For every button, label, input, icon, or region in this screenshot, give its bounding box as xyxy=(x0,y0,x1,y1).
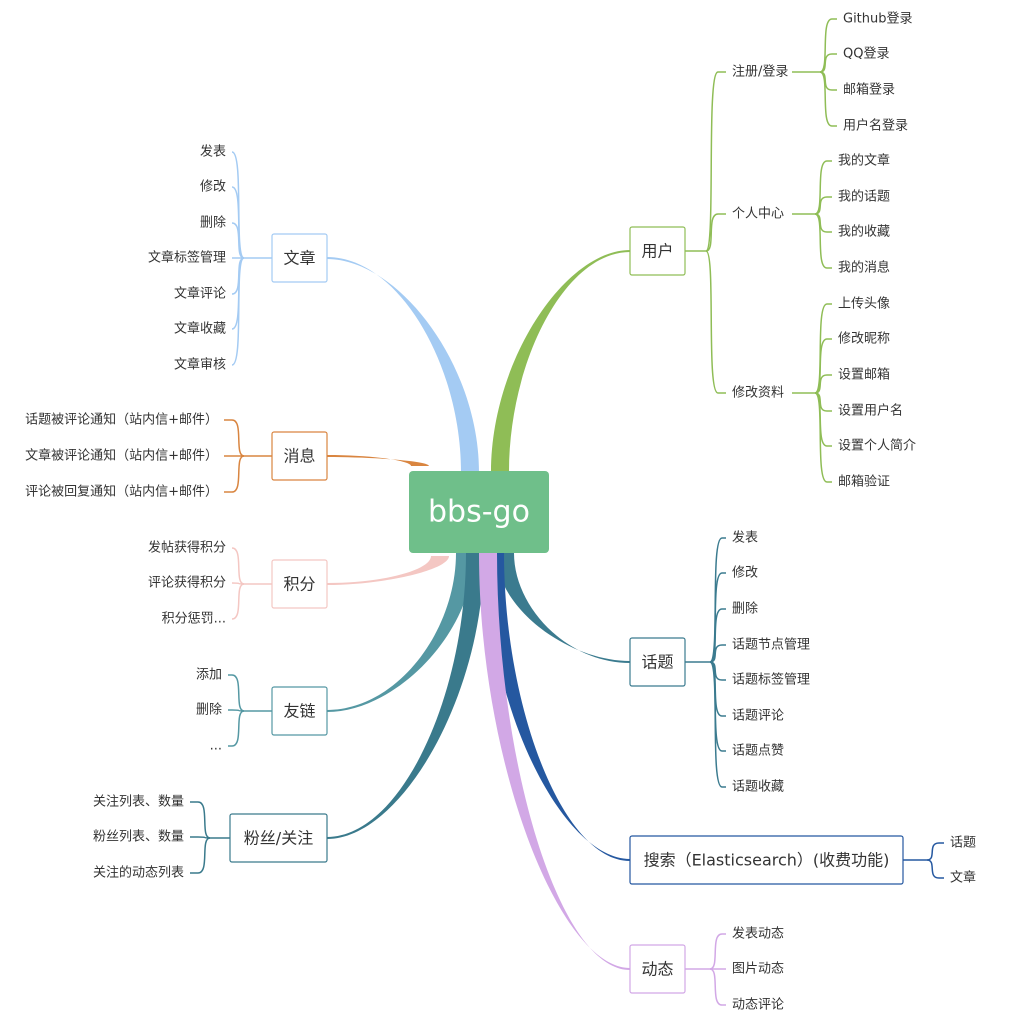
connector-search xyxy=(486,553,630,861)
leaf-points-1: 评论获得积分 xyxy=(148,575,226,591)
leaf-friendlink-1: 删除 xyxy=(196,703,222,718)
connector-dynamic xyxy=(479,553,630,970)
leaf-center-1: 我的话题 xyxy=(838,189,890,205)
leaf-center-2: 我的收藏 xyxy=(838,224,890,240)
branch-user[interactable]: 用户 xyxy=(629,226,686,276)
leaf-article-5: 文章收藏 xyxy=(174,321,226,337)
leaf-dynamic-0: 发表动态 xyxy=(732,926,784,942)
leaf-topic-0: 发表 xyxy=(732,530,758,546)
leaf-points-0: 发帖获得积分 xyxy=(148,540,226,556)
branch-message[interactable]: 消息 xyxy=(271,431,328,481)
leaf-topic-6: 话题点赞 xyxy=(732,744,784,759)
fan-center xyxy=(792,160,832,269)
mindmap-nodes: bbs-go发表修改删除文章标签管理文章评论文章收藏文章审核文章话题被评论通知（… xyxy=(25,12,976,1013)
group-center: 个人中心 xyxy=(732,207,784,222)
branch-points-label: 积分 xyxy=(283,575,315,594)
branch-article[interactable]: 文章 xyxy=(271,233,328,283)
leaf-topic-2: 删除 xyxy=(732,602,758,617)
leaf-search-1: 文章 xyxy=(950,870,976,886)
leaf-topic-7: 话题收藏 xyxy=(732,780,784,795)
leaf-dynamic-2: 动态评论 xyxy=(732,998,784,1013)
branch-topic[interactable]: 话题 xyxy=(629,637,686,687)
leaf-article-2: 删除 xyxy=(200,216,226,231)
branch-follow-label: 粉丝/关注 xyxy=(244,829,313,848)
leaf-article-0: 发表 xyxy=(200,144,226,160)
branch-friendlink-label: 友链 xyxy=(283,702,315,721)
leaf-profile-0: 上传头像 xyxy=(838,297,890,312)
leaf-profile-2: 设置邮箱 xyxy=(838,367,890,383)
leaf-register-2: 邮箱登录 xyxy=(843,82,895,98)
connector-topic xyxy=(496,553,630,663)
leaf-friendlink-0: 添加 xyxy=(196,668,222,683)
leaf-profile-5: 邮箱验证 xyxy=(838,474,890,490)
leaf-register-3: 用户名登录 xyxy=(843,118,908,134)
branch-points[interactable]: 积分 xyxy=(271,559,328,609)
branch-dynamic[interactable]: 动态 xyxy=(629,944,686,994)
leaf-article-3: 文章标签管理 xyxy=(148,250,226,266)
connector-follow xyxy=(327,553,484,839)
fan-profile xyxy=(792,303,832,483)
connector-user xyxy=(491,250,630,472)
leaf-dynamic-1: 图片动态 xyxy=(732,962,784,977)
leaf-friendlink-2: ... xyxy=(210,739,222,754)
root-node-label: bbs-go xyxy=(428,495,530,530)
branch-search-label: 搜索（Elasticsearch）(收费功能) xyxy=(644,851,890,870)
leaf-topic-4: 话题标签管理 xyxy=(732,672,810,688)
root-node[interactable]: bbs-go xyxy=(409,471,549,553)
leaf-register-0: Github登录 xyxy=(843,12,913,27)
fan-friendlink xyxy=(228,674,272,747)
leaf-article-6: 文章审核 xyxy=(174,357,226,373)
fan-message xyxy=(224,419,272,493)
branch-user-label: 用户 xyxy=(641,242,673,261)
leaf-profile-1: 修改昵称 xyxy=(838,332,890,347)
group-profile: 修改资料 xyxy=(732,386,784,401)
branch-article-label: 文章 xyxy=(283,249,315,268)
leaf-follow-2: 关注的动态列表 xyxy=(93,865,184,881)
leaf-topic-5: 话题评论 xyxy=(732,709,784,724)
leaf-article-4: 文章评论 xyxy=(174,286,226,302)
branch-follow[interactable]: 粉丝/关注 xyxy=(229,813,328,863)
branch-topic-label: 话题 xyxy=(641,653,673,672)
leaf-message-2: 评论被回复通知（站内信+邮件） xyxy=(25,484,218,500)
fan-dynamic xyxy=(685,933,726,1006)
leaf-profile-4: 设置个人简介 xyxy=(838,438,916,454)
branch-connectors xyxy=(190,18,944,1006)
fan-topic xyxy=(685,537,726,788)
leaf-center-3: 我的消息 xyxy=(838,260,890,276)
leaf-follow-0: 关注列表、数量 xyxy=(93,795,184,810)
fan-search xyxy=(903,842,944,879)
fan-register xyxy=(792,18,837,127)
leaf-article-1: 修改 xyxy=(200,180,226,195)
leaf-search-0: 话题 xyxy=(950,836,976,851)
branch-friendlink[interactable]: 友链 xyxy=(271,686,328,736)
connector-points xyxy=(327,556,449,585)
connector-article xyxy=(327,257,479,472)
leaf-topic-3: 话题节点管理 xyxy=(732,638,810,653)
fan-points xyxy=(231,547,272,620)
connector-friendlink xyxy=(327,553,474,712)
leaf-follow-1: 粉丝列表、数量 xyxy=(93,830,184,845)
leaf-topic-1: 修改 xyxy=(732,566,758,581)
leaf-profile-3: 设置用户名 xyxy=(838,403,903,419)
branch-dynamic-label: 动态 xyxy=(641,960,673,979)
fan-follow xyxy=(190,801,230,874)
leaf-register-1: QQ登录 xyxy=(843,47,889,62)
leaf-center-0: 我的文章 xyxy=(838,153,890,169)
fan-article xyxy=(231,151,272,366)
leaf-message-0: 话题被评论通知（站内信+邮件） xyxy=(25,412,218,428)
leaf-message-1: 文章被评论通知（站内信+邮件） xyxy=(25,448,218,464)
branch-message-label: 消息 xyxy=(283,447,315,466)
branch-search[interactable]: 搜索（Elasticsearch）(收费功能) xyxy=(629,835,904,885)
leaf-points-2: 积分惩罚... xyxy=(162,612,226,627)
fan-user xyxy=(685,71,726,394)
group-register: 注册/登录 xyxy=(732,65,788,80)
connector-message xyxy=(327,455,429,466)
